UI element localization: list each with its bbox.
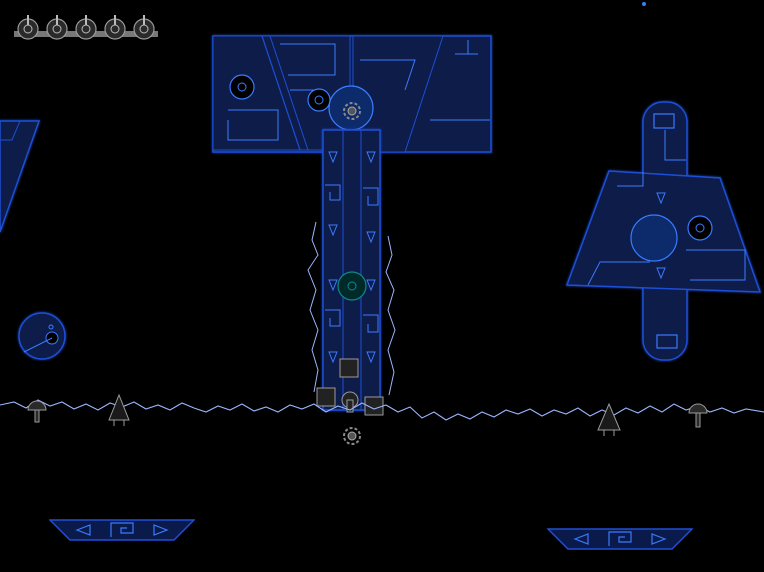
arrow-tree-icon <box>108 393 130 426</box>
radar-dish-icon <box>27 400 47 423</box>
ground-terrain <box>0 399 764 421</box>
left-edge-structure <box>0 120 41 233</box>
turret-ship-icon <box>46 15 68 40</box>
electric-arc <box>307 221 396 396</box>
arrow-left-icon[interactable] <box>573 533 589 545</box>
right-control-pad[interactable] <box>547 528 693 550</box>
arrow-right-icon[interactable] <box>651 533 667 545</box>
radar-dish-icon <box>688 403 708 428</box>
turret-ship-icon <box>75 15 97 40</box>
distant-marker <box>642 2 646 6</box>
central-tower-top <box>212 35 492 153</box>
turret-ship-icon <box>133 15 155 40</box>
lives-indicator <box>14 15 158 40</box>
left-control-pad[interactable] <box>49 519 195 541</box>
arrow-left-icon[interactable] <box>75 524 91 536</box>
turret-ship-icon <box>104 15 126 40</box>
tower-base-turrets <box>316 358 384 416</box>
gear-mine-icon <box>343 102 361 120</box>
arrow-tree-icon <box>597 402 621 436</box>
orb-pod-icon <box>18 312 66 360</box>
meander-glyph-icon <box>608 531 632 546</box>
right-floating-structure <box>565 101 762 361</box>
turret-ship-icon <box>17 15 39 40</box>
arrow-right-icon[interactable] <box>153 524 169 536</box>
gear-mine-icon <box>343 427 361 445</box>
meander-glyph-icon <box>110 522 134 537</box>
